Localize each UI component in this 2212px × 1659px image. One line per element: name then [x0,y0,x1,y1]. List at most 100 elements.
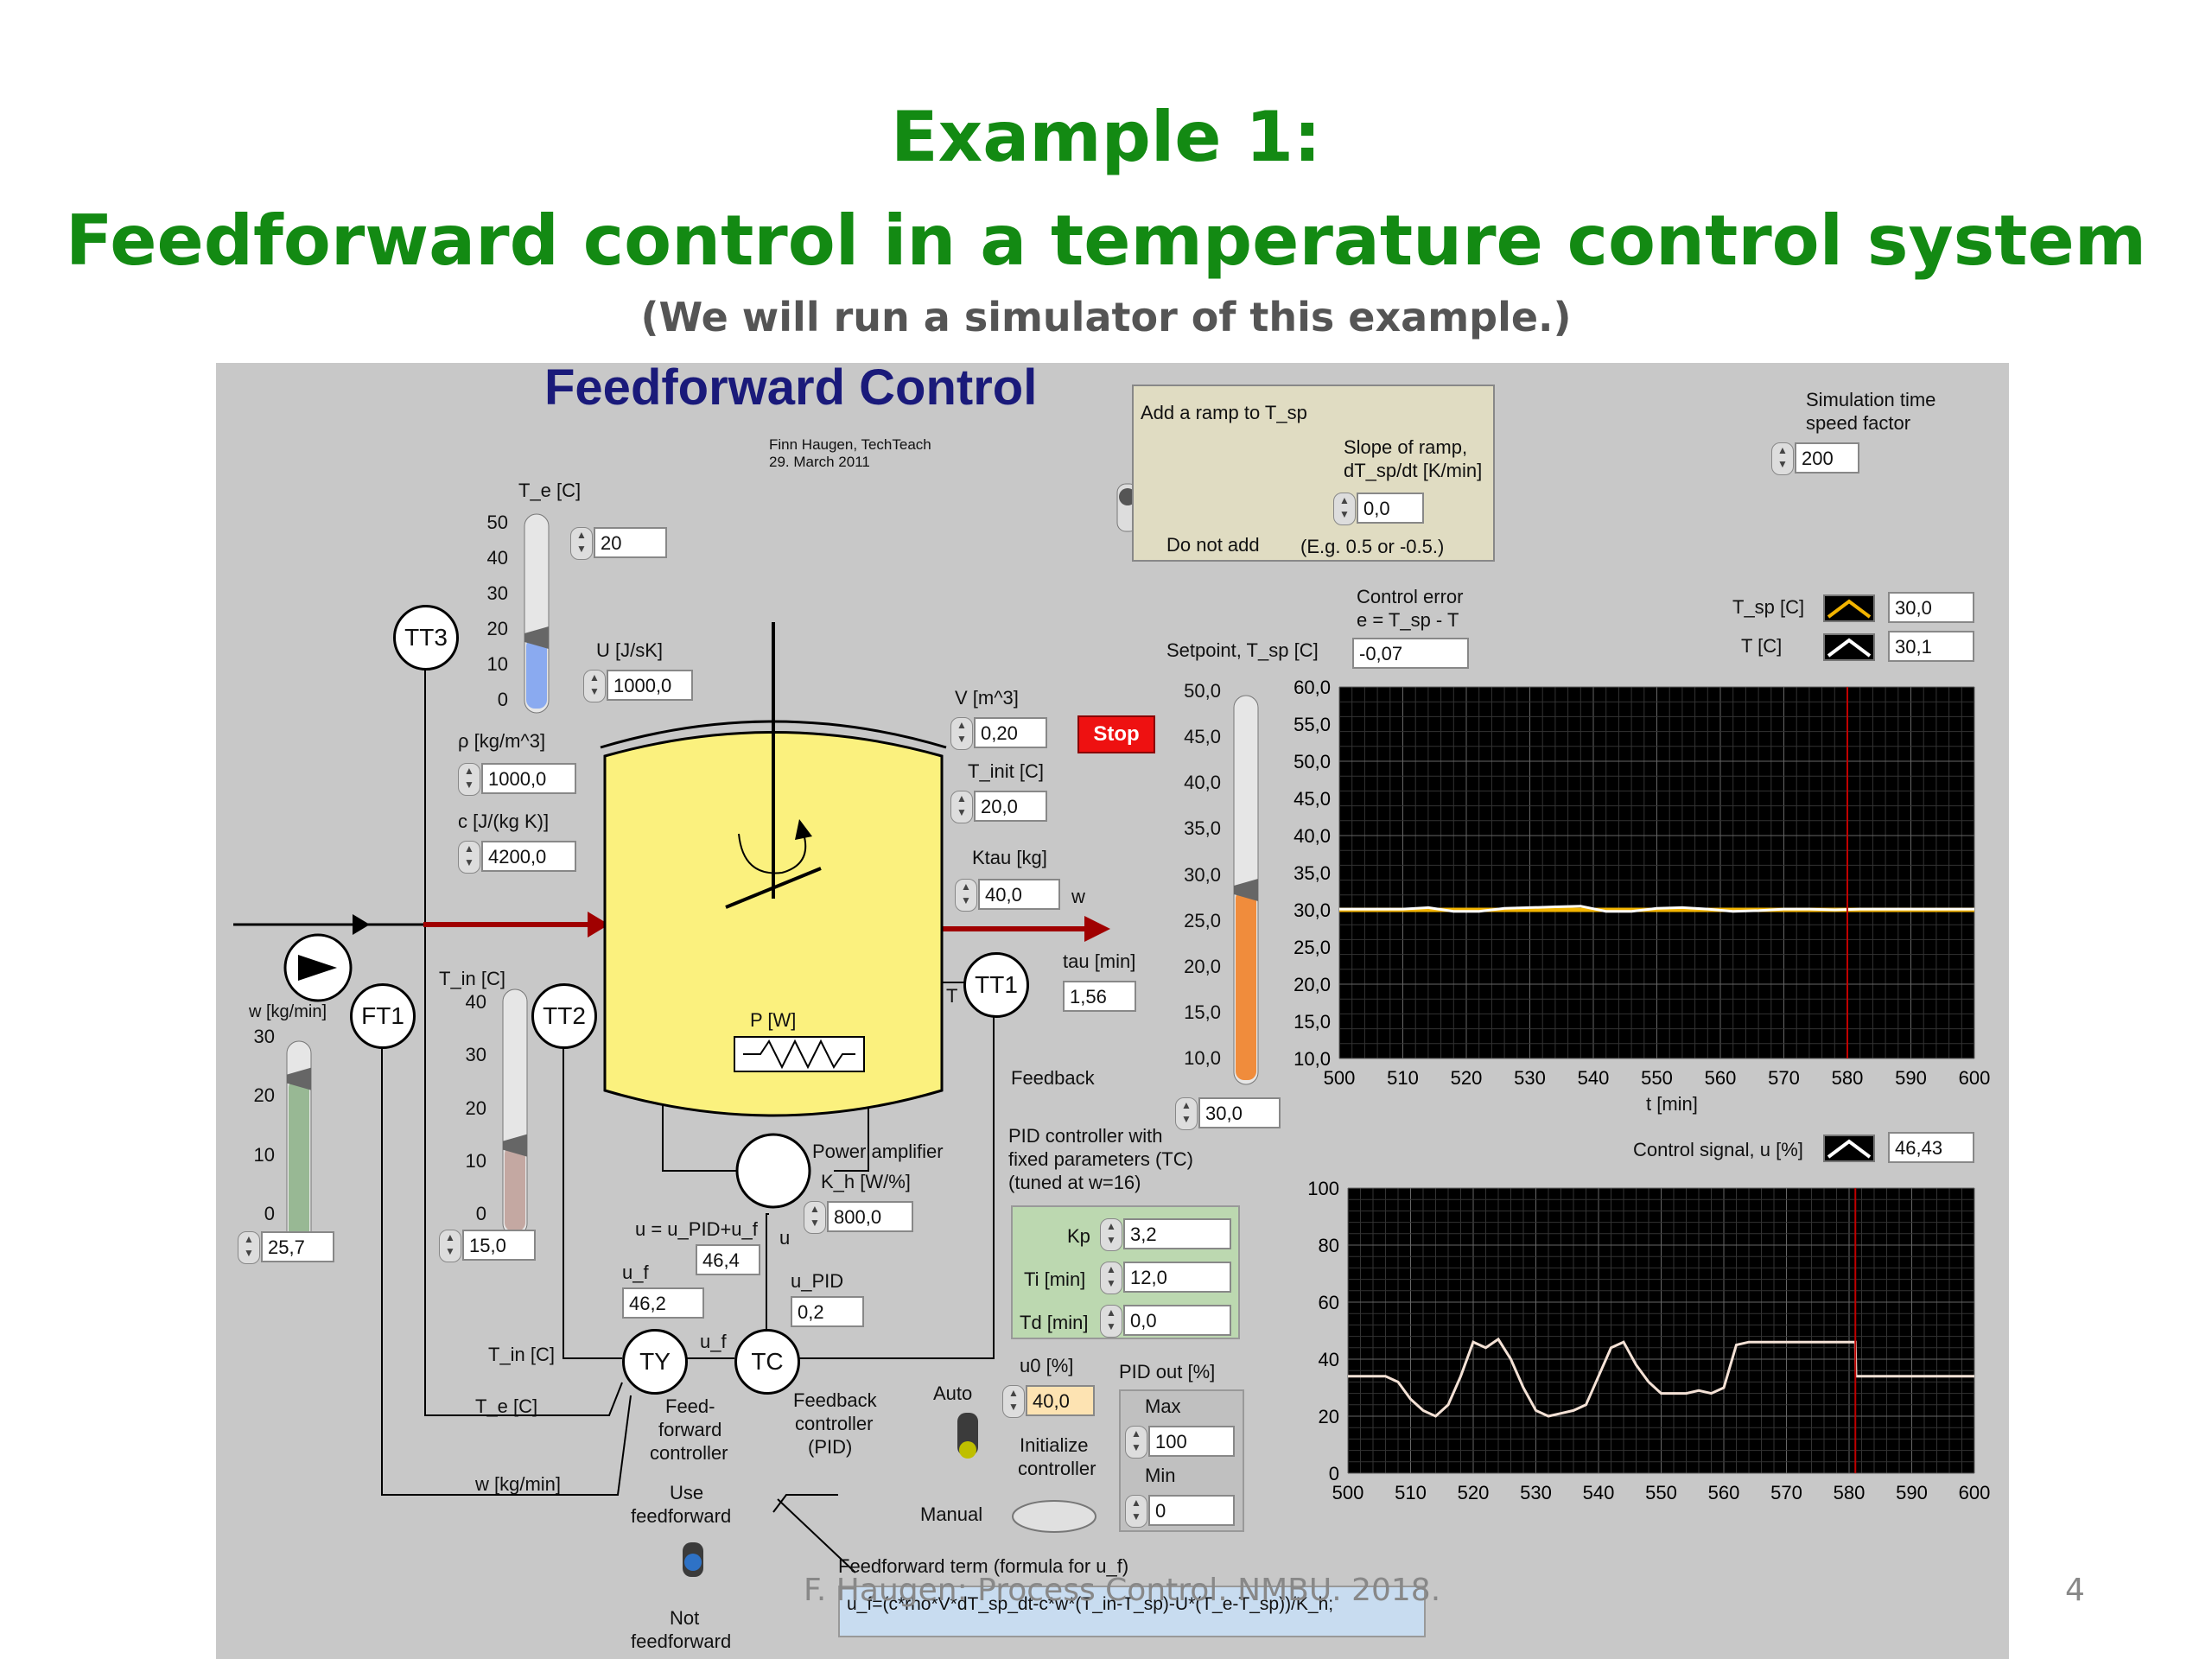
rho-input[interactable]: 1000,0 [481,763,576,794]
legend-tsp-swatch [1823,594,1875,622]
ramp-box [1132,385,1495,562]
u-coef-label: U [J/sK] [596,639,664,661]
t-label: T [946,985,958,1007]
ktau-input[interactable]: 40,0 [978,879,1060,910]
te-stepper[interactable]: ▲▼ [570,527,593,560]
ktau-stepper[interactable]: ▲▼ [955,879,977,912]
legend-u-display: 46,43 [1888,1132,1974,1163]
ti-input[interactable]: 12,0 [1123,1262,1231,1293]
td-input[interactable]: 0,0 [1123,1305,1231,1336]
fb-ctrl-label-3: (PID) [808,1436,853,1458]
chart1-xlabel: t [min] [1646,1093,1698,1115]
stirrer-rotation-icon [738,833,807,874]
rho-label: ρ [kg/m^3] [458,730,546,752]
ti-stepper[interactable]: ▲▼ [1100,1262,1122,1294]
uf-label: u_f [622,1262,649,1283]
td-stepper[interactable]: ▲▼ [1100,1305,1122,1338]
setpoint-slider [1233,695,1259,1085]
te-knob [524,626,549,649]
c-input[interactable]: 4200,0 [481,841,576,872]
ff-term-formula[interactable]: u_f=(c*rho*V*dT_sp_dt-c*w*(T_in-T_sp)-U*… [847,1594,1334,1614]
c-stepper[interactable]: ▲▼ [458,841,480,874]
ramp-title: Add a ramp to T_sp [1141,402,1307,423]
pid-max-stepper[interactable]: ▲▼ [1125,1426,1147,1459]
power-amplifier-icon [735,1133,811,1209]
tank [600,622,947,1117]
tin-slider [502,988,528,1236]
u-coef-stepper[interactable]: ▲▼ [583,670,606,702]
stop-button[interactable]: Stop [1077,715,1155,753]
slope-stepper[interactable]: ▲▼ [1333,493,1356,525]
legend-t-label: T [C] [1741,635,1783,657]
ff-term-formula-box[interactable] [838,1586,1426,1637]
flow-pipes [233,912,1110,942]
v-stepper[interactable]: ▲▼ [950,717,973,750]
kp-stepper[interactable]: ▲▼ [1100,1218,1122,1251]
sim-speed-input[interactable]: 200 [1795,442,1859,474]
legend-tsp-label: T_sp [C] [1732,596,1805,618]
u0-input[interactable]: 40,0 [1026,1385,1095,1416]
kp-input[interactable]: 3,2 [1123,1218,1231,1249]
legend-t-display: 30,1 [1888,631,1974,662]
tin-fill [505,1145,525,1231]
w-input[interactable]: 25,7 [261,1231,334,1262]
auto-label: Auto [933,1382,973,1404]
kh-stepper[interactable]: ▲▼ [804,1201,826,1234]
w-stepper[interactable]: ▲▼ [238,1231,260,1264]
pid-min-stepper[interactable]: ▲▼ [1125,1495,1147,1528]
tin-input[interactable]: 15,0 [462,1230,536,1261]
sim-speed-stepper[interactable]: ▲▼ [1771,442,1794,475]
rho-stepper[interactable]: ▲▼ [458,763,480,796]
ff-ctrl-label-2: forward [658,1419,722,1440]
power-amp-label: Power amplifier [812,1141,944,1162]
w-slider [286,1040,312,1258]
init-label-1: Initialize [1020,1434,1089,1456]
w-ticks-label: 20 [253,1084,275,1107]
x-tick-label: 590 [1896,1482,1928,1503]
init-button [1012,1500,1096,1533]
pid-max-input[interactable]: 100 [1148,1426,1235,1457]
setpoint-stepper[interactable]: ▲▼ [1175,1097,1198,1130]
wire-tc-amp [766,1213,769,1331]
tinit-input[interactable]: 20,0 [974,791,1047,822]
tinit-label: T_init [C] [968,760,1045,782]
y-tick-label: 25,0 [1294,937,1331,958]
kp-label: Kp [1067,1225,1090,1247]
control-error-display: -0,07 [1352,638,1469,669]
tank-body [603,731,944,1117]
control-error-label-1: Control error [1357,586,1464,607]
y-tick-label: 20 [1319,1406,1339,1427]
te-slider [524,513,550,714]
td-label: Td [min] [1020,1312,1089,1333]
x-tick-label: 580 [1832,1067,1864,1089]
ft1-transmitter: FT1 [350,983,416,1049]
x-tick-label: 590 [1895,1067,1927,1089]
v-input[interactable]: 0,20 [974,717,1047,748]
tc-feedback-controller: TC [734,1329,800,1395]
tin-label: T_in [C] [439,968,506,989]
setpoint-input[interactable]: 30,0 [1198,1097,1281,1128]
te-fill [526,638,547,709]
x-tick-label: 580 [1834,1482,1866,1503]
te-input[interactable]: 20 [594,527,667,558]
u0-stepper[interactable]: ▲▼ [1002,1385,1025,1418]
w-knob [287,1067,311,1090]
tinit-stepper[interactable]: ▲▼ [950,791,973,823]
legend-u-label: Control signal, u [%] [1633,1139,1803,1160]
not-ff-label-1: Not [670,1607,700,1629]
kh-input[interactable]: 800,0 [827,1201,913,1232]
u-coef-input[interactable]: 1000,0 [607,670,693,701]
control-error-label-2: e = T_sp - T [1357,609,1459,631]
ty-feedforward-controller: TY [622,1329,688,1395]
author: Finn Haugen, TechTeach [769,436,931,453]
tin-stepper[interactable]: ▲▼ [439,1230,461,1262]
tau-label: tau [min] [1063,950,1136,972]
u-label: u [779,1227,791,1249]
y-tick-label: 55,0 [1294,714,1331,735]
pid-min-input[interactable]: 0 [1148,1495,1235,1526]
wire-tt3 [424,661,623,1416]
upid-display: 0,2 [791,1296,864,1327]
slope-input[interactable]: 0,0 [1357,493,1424,524]
x-tick-label: 500 [1332,1482,1364,1503]
